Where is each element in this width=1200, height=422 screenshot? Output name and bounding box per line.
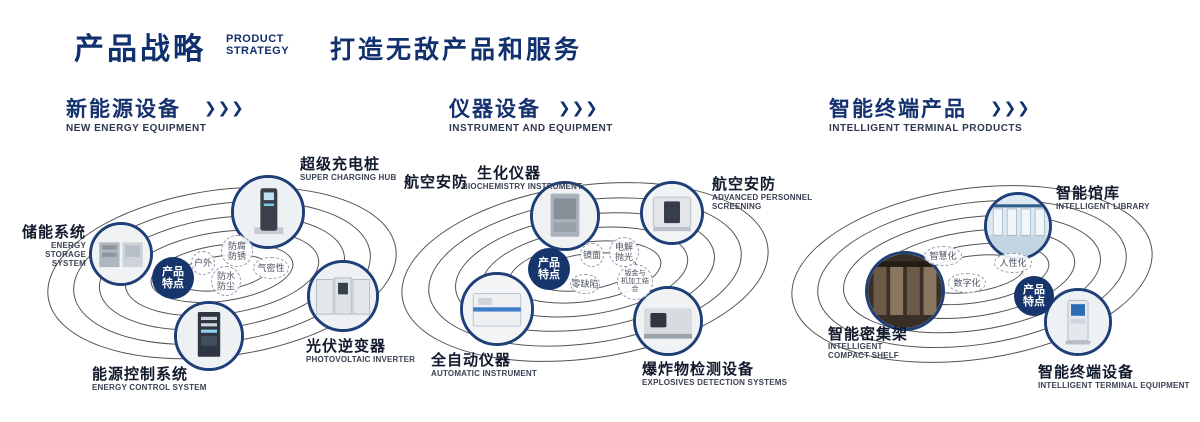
product-label-en: AUTOMATIC INSTRUMENT xyxy=(431,369,537,378)
product-label-en: ADVANCED PERSONNEL SCREENING xyxy=(712,193,813,211)
section-title-new-energy: 新能源设备 xyxy=(66,98,181,121)
product-label: 生化仪器 xyxy=(477,165,542,182)
library-illustration xyxy=(987,195,1049,257)
feature-bubble: 数字化 xyxy=(948,273,986,293)
triple-chevron-icon: ❯❯❯ xyxy=(990,100,1031,117)
feature-bubble: 镜面 xyxy=(580,243,604,267)
photo-photovoltaic-inverter xyxy=(307,260,379,332)
product-features-badge: 产品 特点 xyxy=(528,248,570,290)
page-title-english: PRODUCT STRATEGY xyxy=(226,33,289,57)
product-label: 智能密集架 xyxy=(828,326,909,343)
feature-bubble: 气密性 xyxy=(253,257,289,279)
product-label-en: BIOCHEMISTRY INSTRUMENT xyxy=(462,182,583,191)
photo-biochemistry-instrument xyxy=(530,181,600,251)
product-label: 爆炸物检测设备 xyxy=(642,361,755,378)
biochemistry-illustration xyxy=(533,184,597,248)
energy-storage-illustration xyxy=(92,225,150,283)
product-label: 航空安防 xyxy=(712,176,777,193)
product-label-en: ENERGY CONTROL SYSTEM xyxy=(92,383,207,392)
product-features-badge: 产品 特点 xyxy=(152,257,194,299)
product-label-en: PHOTOVOLTAIC INVERTER xyxy=(306,355,416,364)
control-system-illustration xyxy=(177,304,241,368)
photo-intelligent-terminal-equipment xyxy=(1044,288,1112,356)
product-label: 能源控制系统 xyxy=(92,366,189,383)
section-subtitle-new-energy: NEW ENERGY EQUIPMENT xyxy=(66,123,207,134)
feature-bubble: 电解 抛光 xyxy=(609,237,639,267)
aviation-security-label: 航空安防 xyxy=(404,174,469,191)
product-label: 光伏逆变器 xyxy=(306,338,387,355)
inverter-illustration xyxy=(310,263,376,329)
explosives-detection-illustration xyxy=(636,289,700,353)
product-label: 智能终端设备 xyxy=(1038,364,1135,381)
feature-bubble: 防水 防尘 xyxy=(211,266,241,296)
feature-bubble: 零缺陷 xyxy=(570,274,600,294)
product-label: 全自动仪器 xyxy=(431,352,512,369)
photo-automatic-instrument xyxy=(460,272,534,346)
feature-bubble: 人性化 xyxy=(994,253,1032,273)
photo-energy-storage-system xyxy=(89,222,153,286)
automatic-instrument-illustration xyxy=(463,275,531,343)
feature-bubble: 钣金与 机加工结合 xyxy=(617,264,653,300)
photo-intelligent-compact-shelf xyxy=(865,251,945,331)
product-label: 超级充电桩 xyxy=(300,156,381,173)
photo-personnel-screening xyxy=(640,181,704,245)
photo-intelligent-library xyxy=(984,192,1052,260)
compact-shelf-illustration xyxy=(868,254,942,328)
feature-bubble: 智慧化 xyxy=(924,246,962,266)
product-label-en: INTELLIGENT TERMINAL EQUIPMENT xyxy=(1038,381,1190,390)
product-label: 储能系统 xyxy=(21,224,86,241)
slogan: 打造无敌产品和服务 xyxy=(330,36,583,64)
terminal-kiosk-illustration xyxy=(1047,291,1109,353)
photo-energy-control-system xyxy=(174,301,244,371)
product-label-en: SUPER CHARGING HUB xyxy=(300,173,397,182)
triple-chevron-icon: ❯❯❯ xyxy=(204,100,245,117)
product-label-en: ENERGY STORAGE SYSTEM xyxy=(45,241,86,268)
feature-bubble: 防腐 防锈 xyxy=(221,235,253,267)
product-label-en: INTELLIGENT COMPACT SHELF xyxy=(828,342,899,360)
section-subtitle-intelligent-terminal: INTELLIGENT TERMINAL PRODUCTS xyxy=(829,123,1023,134)
page-title-en-line1: PRODUCT xyxy=(226,33,284,45)
charging-hub-illustration xyxy=(234,178,302,246)
section-subtitle-instruments: INSTRUMENT AND EQUIPMENT xyxy=(449,123,613,134)
product-label-en: EXPLOSIVES DETECTION SYSTEMS xyxy=(642,378,788,387)
section-title-instruments: 仪器设备 xyxy=(449,98,541,121)
screening-illustration xyxy=(643,184,701,242)
section-title-intelligent-terminal: 智能终端产品 xyxy=(829,98,967,121)
triple-chevron-icon: ❯❯❯ xyxy=(558,100,599,117)
product-label-en: INTELLIGENT LIBRARY xyxy=(1056,202,1150,211)
feature-bubble: 户外 xyxy=(191,251,215,275)
product-features-badge: 产品 特点 xyxy=(1014,276,1054,316)
page-title: 产品战略 xyxy=(74,33,206,66)
photo-explosives-detection xyxy=(633,286,703,356)
product-label: 智能馆库 xyxy=(1056,185,1121,202)
page-title-en-line2: STRATEGY xyxy=(226,45,290,57)
